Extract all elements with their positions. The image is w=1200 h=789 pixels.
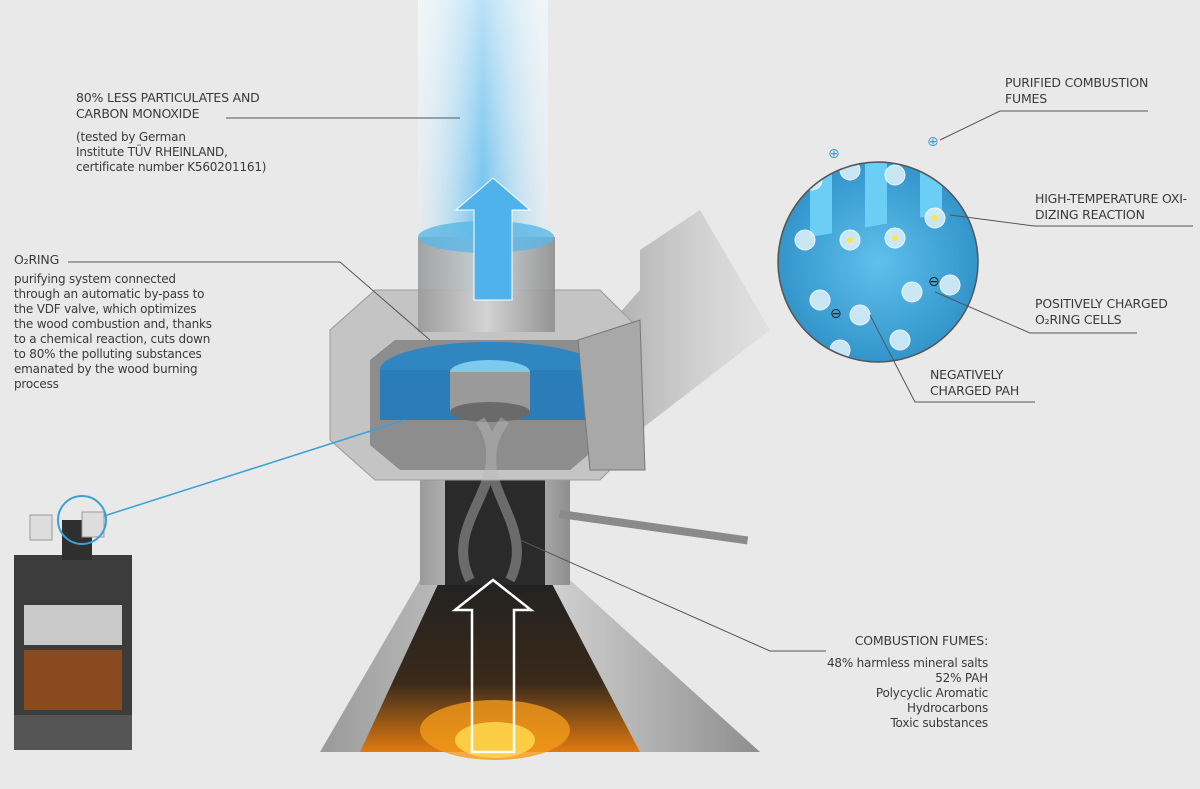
emissions-note: (tested by German Institute TÜV RHEINLAN… [76, 130, 266, 175]
o2ring-cells-zoom: ⊕ ⊕ ⊖ ⊖ [777, 134, 979, 363]
label-line: O₂RING CELLS [1035, 312, 1122, 327]
svg-text:⊕: ⊕ [828, 146, 840, 162]
negative-pah-label: NEGATIVELY CHARGED PAH [930, 367, 1019, 399]
leader-lines [68, 110, 1193, 652]
label-line: CHARGED PAH [930, 383, 1020, 398]
o2ring-desc-line: to 80% the polluting substances [14, 347, 202, 361]
emissions-title-line: 80% LESS PARTICULATES AND [76, 90, 260, 105]
o2ring-desc-line: purifying system connected [14, 272, 176, 286]
label-line: HIGH-TEMPERATURE OXI- [1035, 191, 1187, 206]
combustion-fumes-title: COMBUSTION FUMES: [854, 633, 988, 648]
combustion-line: Hydrocarbons [906, 701, 988, 715]
combustion-fumes-details: 48% harmless mineral salts 52% PAH Polyc… [827, 656, 988, 731]
label-line: DIZING REACTION [1035, 207, 1145, 222]
combustion-line: 52% PAH [935, 671, 988, 685]
o2ring-desc-line: through an automatic by-pass to [14, 287, 205, 301]
combustion-line: Polycyclic Aromatic [875, 686, 988, 700]
label-line: POSITIVELY CHARGED [1035, 296, 1168, 311]
svg-text:⊕: ⊕ [927, 134, 939, 150]
o2ring-title: O₂RING [14, 252, 60, 267]
up-arrow-outline [451, 578, 535, 754]
o2ring-desc-line: to a chemical reaction, cuts down [14, 332, 211, 346]
positive-cells-label: POSITIVELY CHARGED O₂RING CELLS [1035, 296, 1168, 328]
o2ring-description: purifying system connected through an au… [14, 272, 212, 392]
emissions-title-line: CARBON MONOXIDE [76, 106, 200, 121]
stove-thumbnail [14, 495, 132, 750]
bypass-rod [558, 510, 749, 545]
emissions-title: 80% LESS PARTICULATES AND CARBON MONOXID… [76, 90, 260, 122]
combustion-line: Toxic substances [890, 716, 988, 730]
o2ring-desc-line: the VDF valve, which optimizes [14, 302, 197, 316]
purified-fumes-label: PURIFIED COMBUSTION FUMES [1005, 75, 1148, 107]
oxidizing-reaction-label: HIGH-TEMPERATURE OXI- DIZING REACTION [1035, 191, 1187, 223]
emissions-note-line: certificate number K560201161) [76, 160, 267, 174]
svg-text:⊖: ⊖ [928, 274, 940, 290]
label-line: PURIFIED COMBUSTION [1005, 75, 1149, 90]
combustion-line: 48% harmless mineral salts [826, 656, 988, 670]
up-arrow-blue [454, 177, 532, 301]
o2ring-desc-line: the wood combustion and, thanks [14, 317, 212, 331]
svg-text:⊖: ⊖ [830, 306, 842, 322]
label-line: FUMES [1005, 91, 1047, 106]
emissions-note-line: (tested by German [76, 130, 186, 144]
o2ring-desc-line: process [14, 377, 59, 391]
emissions-note-line: Institute TÜV RHEINLAND, [76, 145, 228, 159]
label-line: NEGATIVELY [930, 367, 1004, 382]
o2ring-desc-line: emanated by the wood burning [14, 362, 198, 376]
